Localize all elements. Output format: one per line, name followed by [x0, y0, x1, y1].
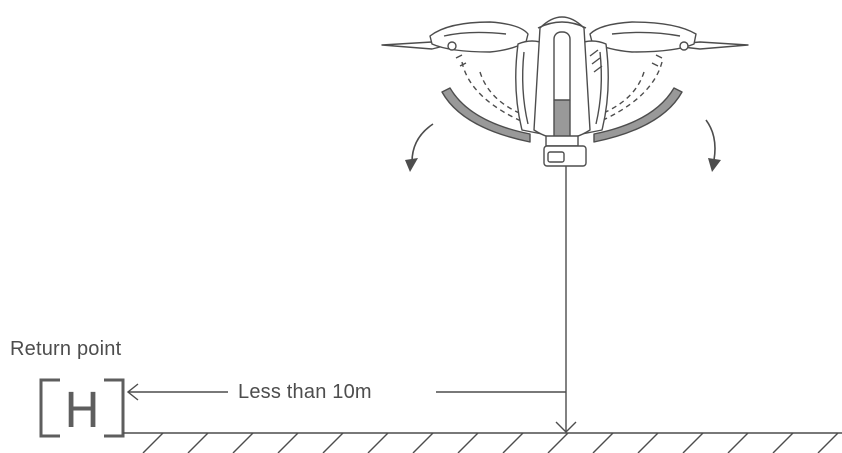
landing-pad-icon	[39, 378, 125, 438]
center-window	[553, 31, 571, 107]
right-landing-arm	[593, 87, 683, 143]
drone-icon	[381, 16, 749, 167]
left-arrow-icon	[126, 383, 139, 401]
right-arrow-head	[708, 158, 721, 172]
left-fold-path-1	[461, 61, 531, 126]
rotation-arrow-icon	[411, 119, 716, 163]
down-arrow-icon	[555, 421, 577, 433]
distance-label: Less than 10m	[236, 380, 374, 404]
home-marker-letter: H	[63, 383, 101, 439]
return-point-label: Return point	[10, 338, 122, 360]
distance-line	[126, 383, 566, 401]
left-landing-arm	[441, 87, 531, 143]
descent-line	[555, 166, 577, 433]
left-arrow-head	[405, 158, 418, 172]
right-arm-housing	[589, 21, 697, 53]
left-arm-housing	[429, 21, 529, 53]
ground-hatch-icon	[123, 432, 842, 453]
